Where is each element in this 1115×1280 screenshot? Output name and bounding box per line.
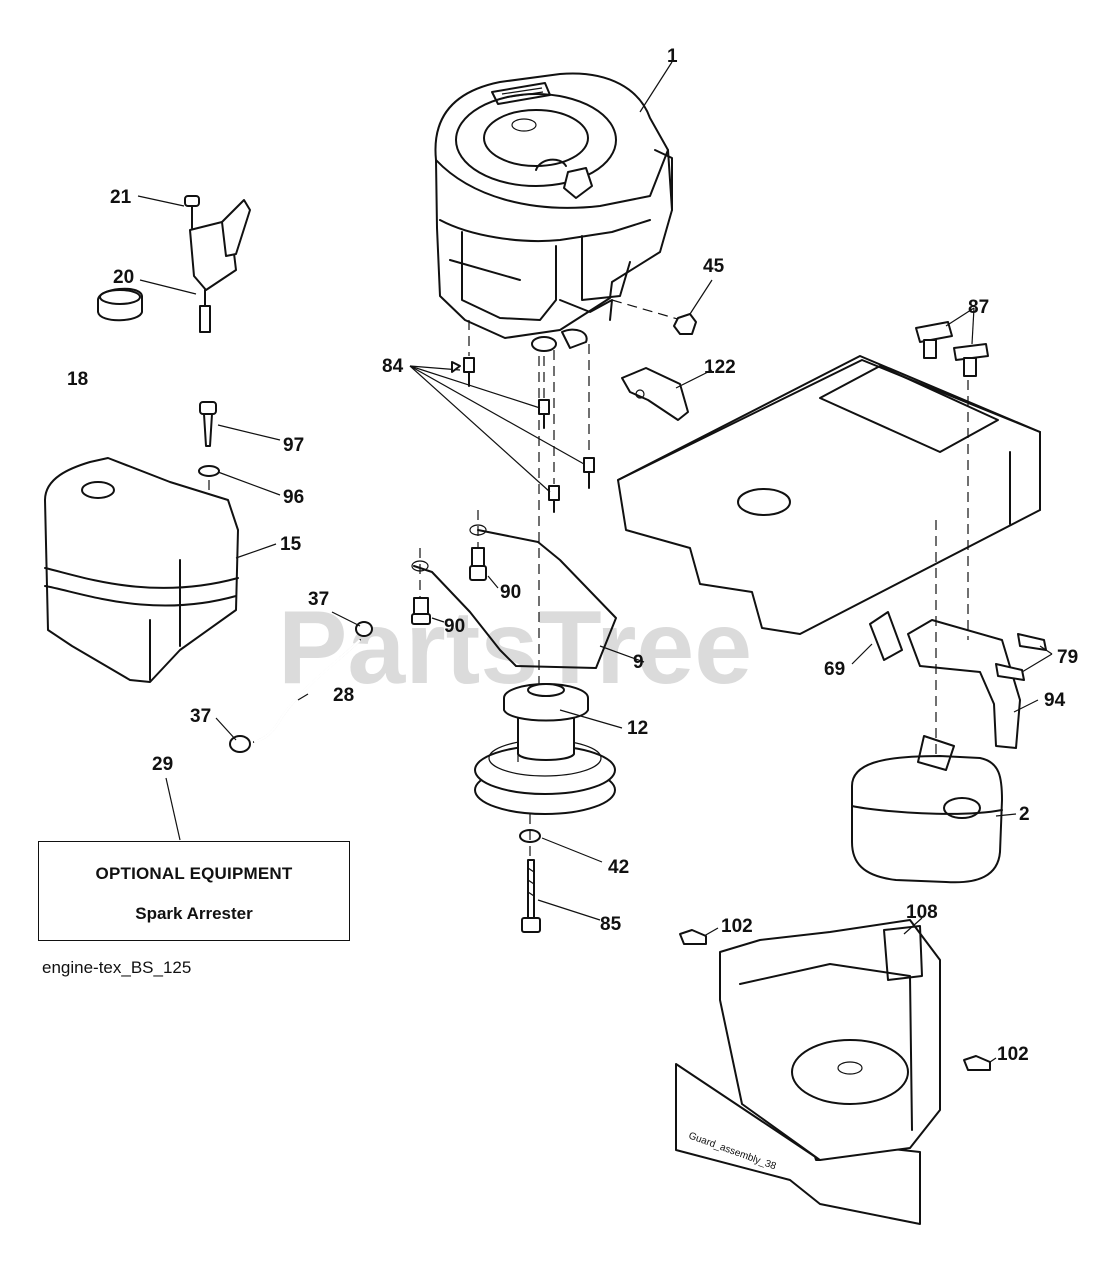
- gasket-part-69[interactable]: [869, 611, 903, 661]
- screw-part-102-bottom[interactable]: [963, 1055, 991, 1071]
- callout-122[interactable]: 122: [704, 357, 736, 378]
- bolt-part-90-right[interactable]: [469, 547, 487, 581]
- screw-part-97[interactable]: [199, 401, 217, 447]
- callout-69[interactable]: 69: [824, 659, 845, 680]
- callout-102-top[interactable]: 102: [721, 916, 753, 937]
- callout-29[interactable]: 29: [152, 754, 173, 775]
- screw-part-102-top[interactable]: [679, 929, 707, 945]
- callout-79[interactable]: 79: [1057, 647, 1078, 668]
- clamp-part-37-upper[interactable]: [355, 621, 373, 637]
- watermark-text: PartsTree: [278, 590, 752, 706]
- guard-assembly-part-108[interactable]: Guard_assembly_38: [675, 919, 941, 1225]
- bolt-part-85[interactable]: [521, 859, 541, 933]
- washer-part-96[interactable]: [198, 465, 220, 477]
- callout-97[interactable]: 97: [283, 435, 304, 456]
- nut-part-45[interactable]: [673, 313, 697, 335]
- callout-45[interactable]: 45: [703, 256, 725, 277]
- exhaust-pipe-part-94[interactable]: [907, 619, 1021, 749]
- callout-9[interactable]: 9: [633, 652, 644, 673]
- callout-108[interactable]: 108: [906, 902, 938, 923]
- callout-28[interactable]: 28: [333, 685, 354, 706]
- engine-mount-plate: [617, 355, 1041, 635]
- screw-part-21[interactable]: [184, 195, 200, 229]
- callout-15[interactable]: 15: [280, 534, 302, 555]
- knob-part-87[interactable]: [915, 321, 989, 377]
- callout-102-bottom[interactable]: 102: [997, 1044, 1029, 1065]
- watermark: PartsTree TM: [278, 590, 822, 706]
- callout-87[interactable]: 87: [968, 297, 989, 318]
- heat-shield-part-122[interactable]: [621, 367, 689, 421]
- optional-equipment-title: OPTIONAL EQUIPMENT: [95, 864, 293, 883]
- pulley-part-12[interactable]: [474, 683, 616, 815]
- fuel-tank-part-15[interactable]: [44, 457, 239, 683]
- bolt-part-79[interactable]: [995, 633, 1047, 681]
- optional-equipment-box: OPTIONAL EQUIPMENT Spark Arrester: [38, 841, 350, 941]
- throttle-control-part-20[interactable]: [189, 199, 251, 333]
- callout-84[interactable]: 84: [382, 356, 404, 377]
- fuel-cap-part-18[interactable]: [97, 287, 143, 322]
- callout-85[interactable]: 85: [600, 914, 622, 935]
- callout-37-lower[interactable]: 37: [190, 706, 211, 727]
- spark-arrester-label[interactable]: Spark Arrester: [135, 904, 253, 923]
- callout-94[interactable]: 94: [1044, 690, 1066, 711]
- callout-18[interactable]: 18: [67, 369, 88, 390]
- callout-1[interactable]: 1: [667, 46, 678, 67]
- diagram-id-label: engine-tex_BS_125: [42, 958, 192, 977]
- bolt-part-84[interactable]: [463, 357, 595, 513]
- callout-90-right[interactable]: 90: [500, 582, 521, 603]
- callout-37-upper[interactable]: 37: [308, 589, 329, 610]
- callout-12[interactable]: 12: [627, 718, 648, 739]
- callout-labels: 1 2 9 12 15 18 20 21 28 29 37 37 42 45 6…: [67, 46, 1078, 1065]
- engine-part-1[interactable]: [434, 72, 673, 352]
- callout-96[interactable]: 96: [283, 487, 304, 508]
- clamp-part-37-lower[interactable]: [229, 735, 251, 753]
- callout-42[interactable]: 42: [608, 857, 629, 878]
- fuel-line-part-28[interactable]: [253, 639, 361, 744]
- callout-90-left[interactable]: 90: [444, 616, 465, 637]
- callout-2[interactable]: 2: [1019, 804, 1030, 825]
- muffler-part-2[interactable]: [851, 735, 1003, 884]
- callout-20[interactable]: 20: [113, 267, 134, 288]
- bolt-part-90-left[interactable]: [411, 597, 431, 625]
- callout-21[interactable]: 21: [110, 187, 132, 208]
